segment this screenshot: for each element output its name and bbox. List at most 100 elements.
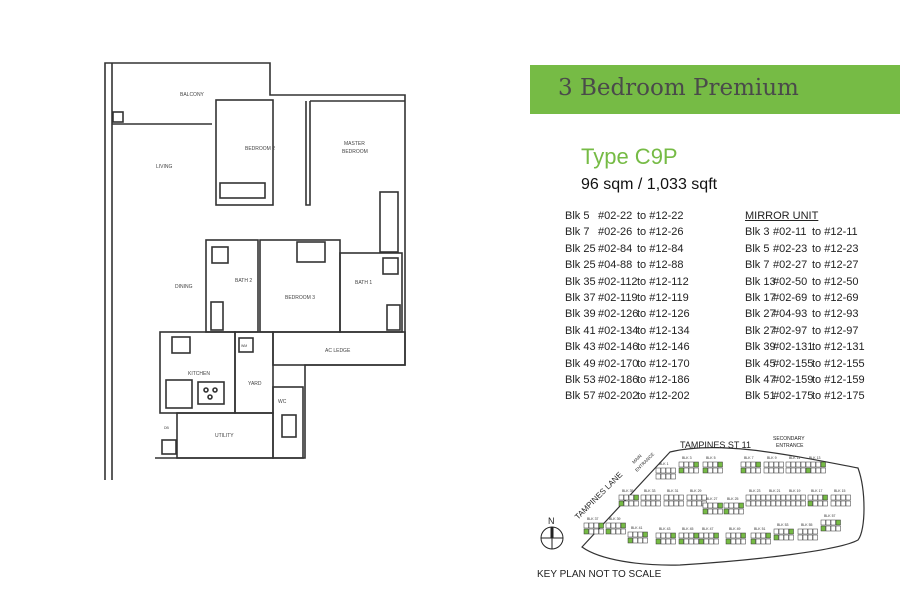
room-label-master-1: MASTER	[344, 141, 365, 147]
unit-mark	[650, 494, 656, 501]
unit-mark	[665, 473, 671, 480]
highlighted-unit-mark	[633, 494, 639, 501]
highlighted-unit-mark	[765, 532, 771, 539]
unit-mark	[738, 508, 744, 515]
block-label: BLK 45	[682, 527, 694, 531]
unit-mark	[703, 538, 709, 545]
title-banner: 3 Bedroom Premium	[530, 65, 900, 114]
mirror-unit-heading: MIRROR UNIT	[745, 210, 819, 222]
highlighted-unit-mark	[725, 538, 731, 545]
key-plan-block: BLK 41	[627, 526, 648, 544]
unit-mark	[778, 528, 784, 535]
unit-to: to #12-11	[812, 226, 858, 239]
unit-to: to #12-175	[812, 390, 865, 403]
unit-blk: Blk 45	[745, 357, 776, 370]
highlighted-unit-mark	[835, 519, 841, 526]
room-label-ac-ledge: AC LEDGE	[325, 348, 351, 354]
highlighted-unit-mark	[678, 538, 684, 545]
unit-type: Type C9P	[581, 144, 678, 169]
key-plan-block: BLK 33	[640, 489, 661, 507]
highlighted-unit-mark	[717, 461, 723, 468]
key-plan-block: BLK 47	[698, 527, 719, 545]
room-label-wm: WM	[241, 344, 247, 348]
unit-from: #02-202	[598, 390, 639, 403]
unit-mark	[696, 494, 702, 501]
unit-mark	[812, 534, 818, 541]
unit-mark	[645, 500, 651, 507]
unit-mark	[637, 531, 643, 538]
unit-mark	[670, 467, 676, 474]
unit-mark	[668, 500, 674, 507]
unit-mark	[708, 538, 714, 545]
unit-mark	[790, 500, 796, 507]
unit-mark	[623, 494, 629, 501]
key-plan-block: BLK 39	[605, 517, 626, 535]
unit-mark	[778, 461, 784, 468]
unit-mark	[703, 532, 709, 539]
unit-mark	[840, 500, 846, 507]
unit-blk: Blk 51	[745, 390, 776, 403]
unit-to: to #12-26	[637, 226, 684, 239]
unit-mark	[663, 494, 669, 501]
secondary-entrance-label-2: ENTRANCE	[776, 443, 804, 449]
unit-mark	[750, 467, 756, 474]
unit-mark	[800, 494, 806, 501]
unit-blk: Blk 39	[565, 308, 596, 321]
highlighted-unit-mark	[805, 467, 811, 474]
unit-mark	[778, 534, 784, 541]
unit-mark	[707, 502, 713, 509]
unit-to: to #12-84	[637, 242, 684, 255]
unit-to: to #12-69	[812, 291, 859, 304]
unit-mark	[790, 467, 796, 474]
unit-mark	[588, 528, 594, 535]
unit-mark	[683, 538, 689, 545]
highlighted-unit-mark	[807, 500, 813, 507]
key-plan-block: BLK 23	[745, 489, 766, 507]
room-label-living: LIVING	[156, 164, 173, 170]
unit-mark	[712, 502, 718, 509]
unit-mark	[795, 467, 801, 474]
unit-blk: Blk 53	[565, 373, 596, 386]
unit-mark	[760, 538, 766, 545]
unit-to: to #12-22	[637, 210, 684, 222]
unit-mark	[773, 467, 779, 474]
road-label-tampines-lane: TAMPINES LANE	[573, 470, 624, 521]
unit-mark	[763, 467, 769, 474]
unit-mark	[785, 467, 791, 474]
highlighted-unit-mark	[642, 531, 648, 538]
unit-to: to #12-27	[812, 259, 859, 272]
unit-mark	[755, 494, 761, 501]
unit-mark	[802, 528, 808, 535]
unit-mark	[593, 522, 599, 529]
block-label: BLK 55	[801, 523, 813, 527]
block-label: BLK 53	[777, 523, 789, 527]
unit-from: #02-23	[773, 242, 808, 255]
key-plan-block: BLK 51	[750, 527, 771, 545]
block-label: BLK 19	[789, 489, 801, 493]
unit-mark	[807, 528, 813, 535]
unit-mark	[845, 494, 851, 501]
unit-from: #02-22	[598, 210, 633, 222]
room-label-bedroom3: BEDROOM 3	[285, 295, 315, 301]
unit-mark	[750, 500, 756, 507]
unit-mark	[683, 467, 689, 474]
unit-mark	[800, 461, 806, 468]
unit-mark	[717, 467, 723, 474]
room-label-db: DB	[164, 426, 170, 430]
block-label: BLK 17	[811, 489, 823, 493]
highlighted-unit-mark	[755, 461, 761, 468]
unit-to: to #12-88	[637, 259, 684, 272]
unit-blk: Blk 25	[565, 242, 596, 255]
unit-mark	[812, 528, 818, 535]
block-label: BLK 9	[767, 456, 777, 460]
unit-mark	[830, 500, 836, 507]
unit-to: to #12-170	[637, 357, 690, 370]
unit-mark	[655, 500, 661, 507]
